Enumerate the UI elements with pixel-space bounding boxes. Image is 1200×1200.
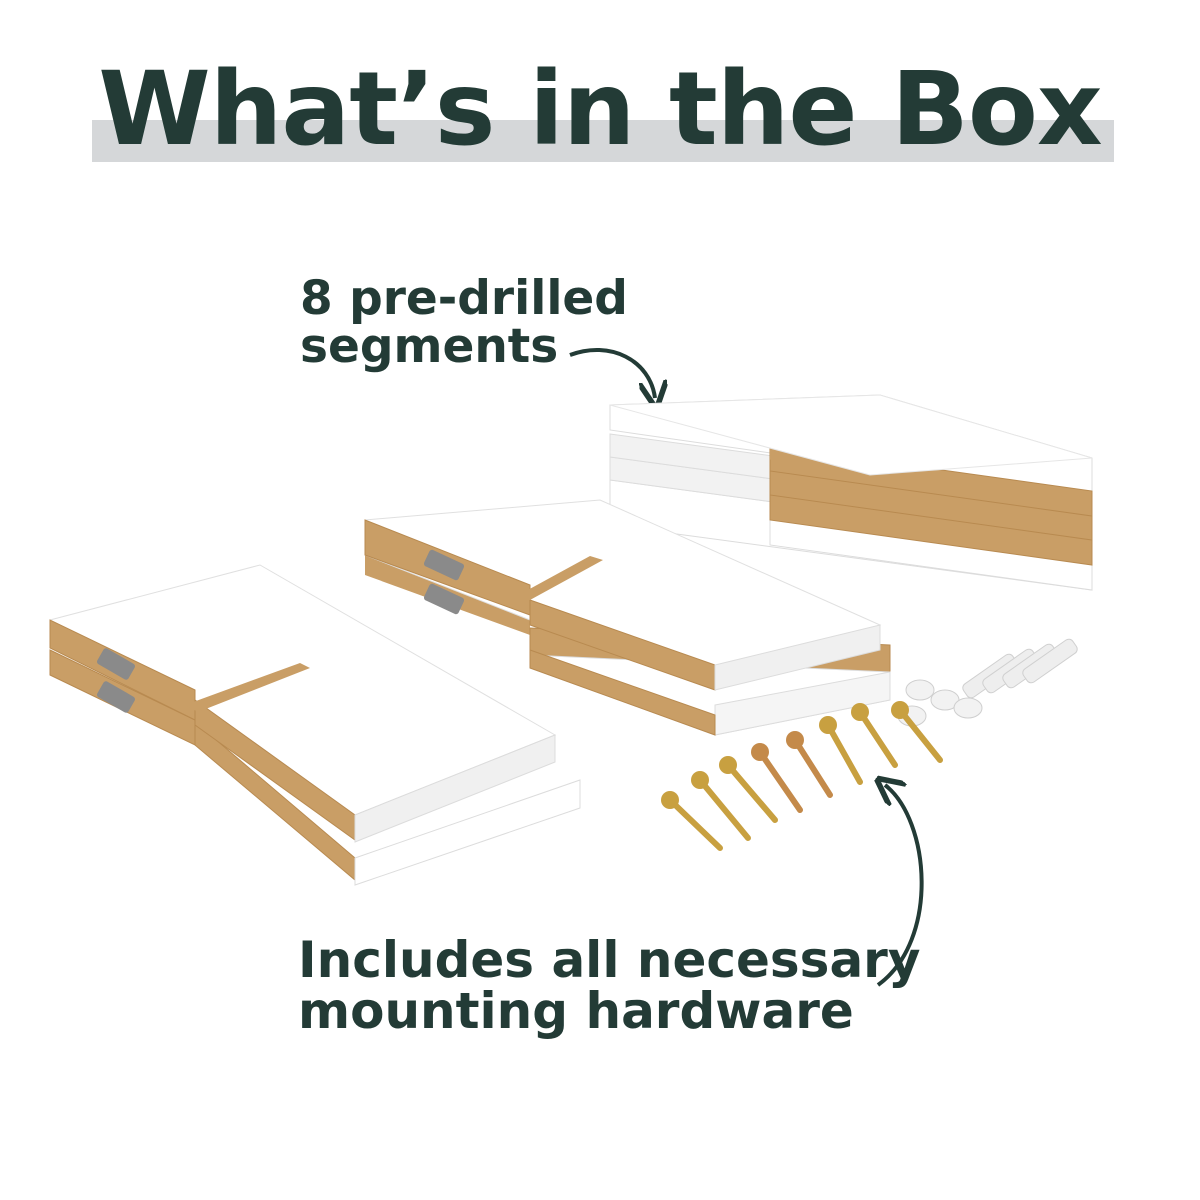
hardware-arrow: [878, 785, 924, 987]
screw: [825, 722, 863, 785]
segment: [49, 564, 557, 843]
screw: [897, 707, 943, 763]
segments-arrow: [569, 348, 655, 398]
screw: [667, 797, 723, 851]
title-highlight-band: [92, 120, 1114, 162]
segment-stack-right: [609, 394, 1093, 591]
hardware-caption-line1: Includes all necessary: [298, 931, 921, 989]
segments-caption-line2: segments: [300, 318, 559, 374]
screw: [697, 777, 751, 841]
segment: [609, 394, 1093, 517]
screws: [661, 701, 943, 851]
screw: [757, 749, 803, 813]
segment: [364, 499, 882, 691]
anchor: [1022, 638, 1078, 684]
screw: [857, 709, 898, 768]
segments-caption-line1: 8 pre-drilled: [300, 271, 628, 326]
segment-stack-middle: [364, 499, 891, 736]
screw: [792, 737, 833, 798]
page-title: What’s in the Box: [98, 50, 1102, 169]
wall-anchors: [962, 638, 1078, 699]
segment-stack-left: [49, 564, 581, 886]
hardware-caption-line2: mounting hardware: [298, 982, 854, 1040]
segments-caption: 8 pre-drilled segments: [300, 275, 628, 371]
screw: [725, 762, 778, 823]
hardware-caption: Includes all necessary mounting hardware: [298, 935, 920, 1037]
